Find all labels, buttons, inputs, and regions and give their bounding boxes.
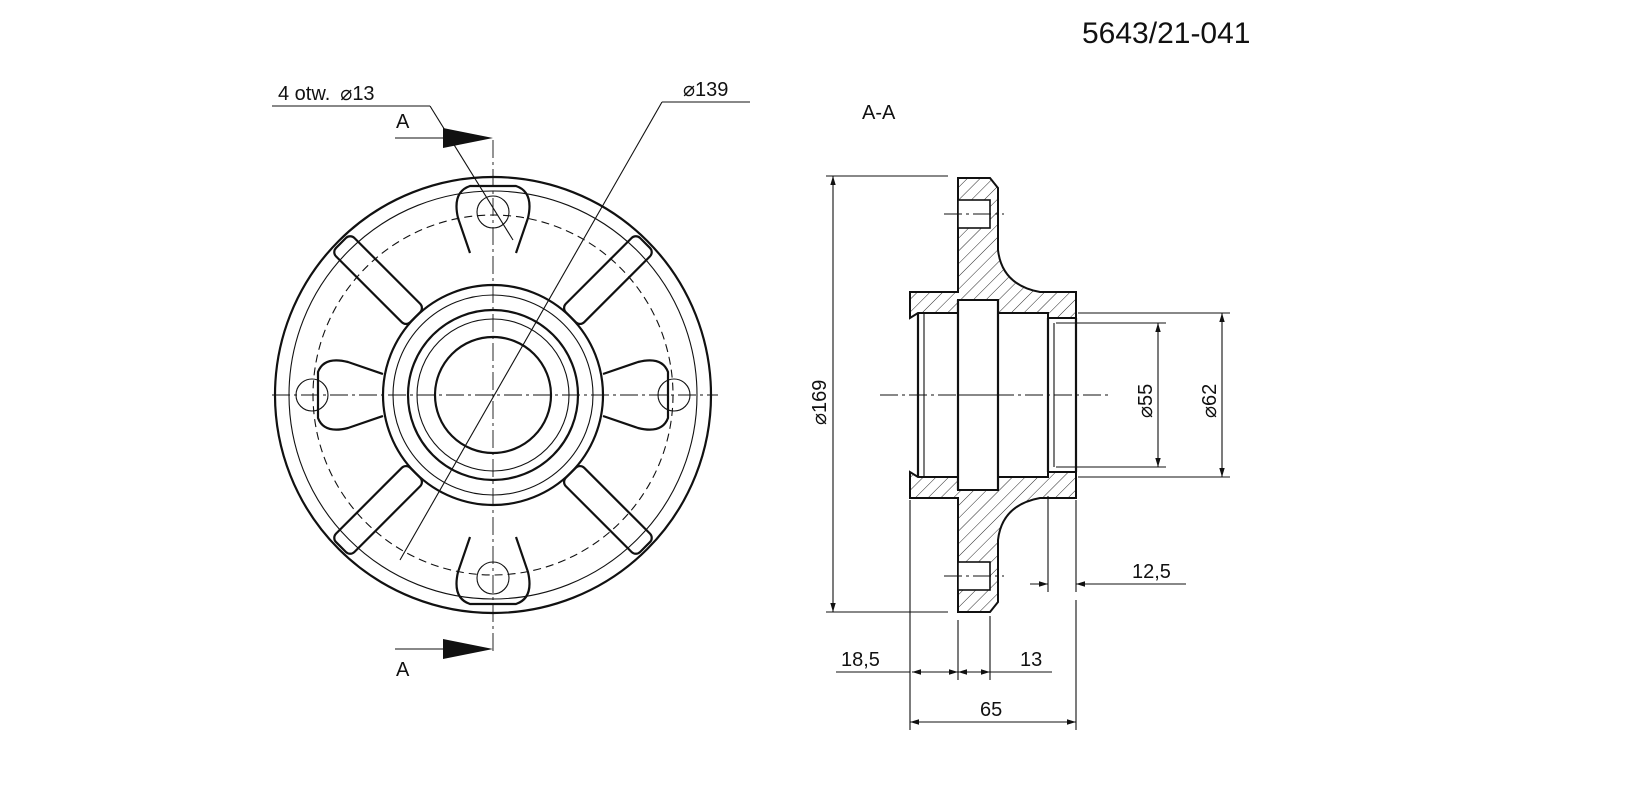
bolt-pitch-circle	[312, 214, 674, 576]
section-view: A-A ⌀169 ⌀55 ⌀62	[809, 102, 1230, 730]
dim-bore-62: ⌀62	[1199, 384, 1221, 418]
dim-total-length: 65	[980, 699, 1002, 721]
pcd-diameter-label: ⌀139	[683, 79, 728, 101]
bolt-hole-right	[657, 378, 691, 412]
dim-bore-55: ⌀55	[1135, 384, 1157, 418]
bolt-boss-top	[455, 184, 531, 254]
section-body-upper	[909, 177, 1077, 320]
dim-flange-thickness: 13	[1020, 649, 1042, 671]
section-title: A-A	[862, 102, 896, 124]
bore-circle	[433, 335, 553, 455]
bolt-hole-top	[476, 195, 510, 229]
bolt-boss-bottom	[455, 536, 531, 606]
bolt-boss-right	[602, 359, 691, 431]
front-view: ⌀139 4 otw.⌀13 A A	[272, 79, 750, 681]
bolt-hole-bottom	[476, 561, 510, 595]
dim-outer-diameter: ⌀169	[809, 380, 831, 425]
holes-label: 4 otw.⌀13	[278, 83, 375, 105]
section-arrow-bottom: A	[395, 639, 493, 681]
bolt-hole-left	[295, 378, 329, 412]
bolt-boss-left	[295, 359, 384, 431]
ribs	[333, 235, 653, 555]
part-number: 5643/21-041	[1082, 17, 1251, 50]
dim-recess-depth: 12,5	[1132, 561, 1171, 583]
dim-left-length: 18,5	[841, 649, 880, 671]
flange-outer-edge	[273, 175, 713, 615]
section-label-bottom: A	[396, 659, 410, 681]
section-body-lower	[909, 470, 1077, 613]
section-arrow-top: A	[395, 111, 493, 148]
section-label-top: A	[396, 111, 410, 133]
